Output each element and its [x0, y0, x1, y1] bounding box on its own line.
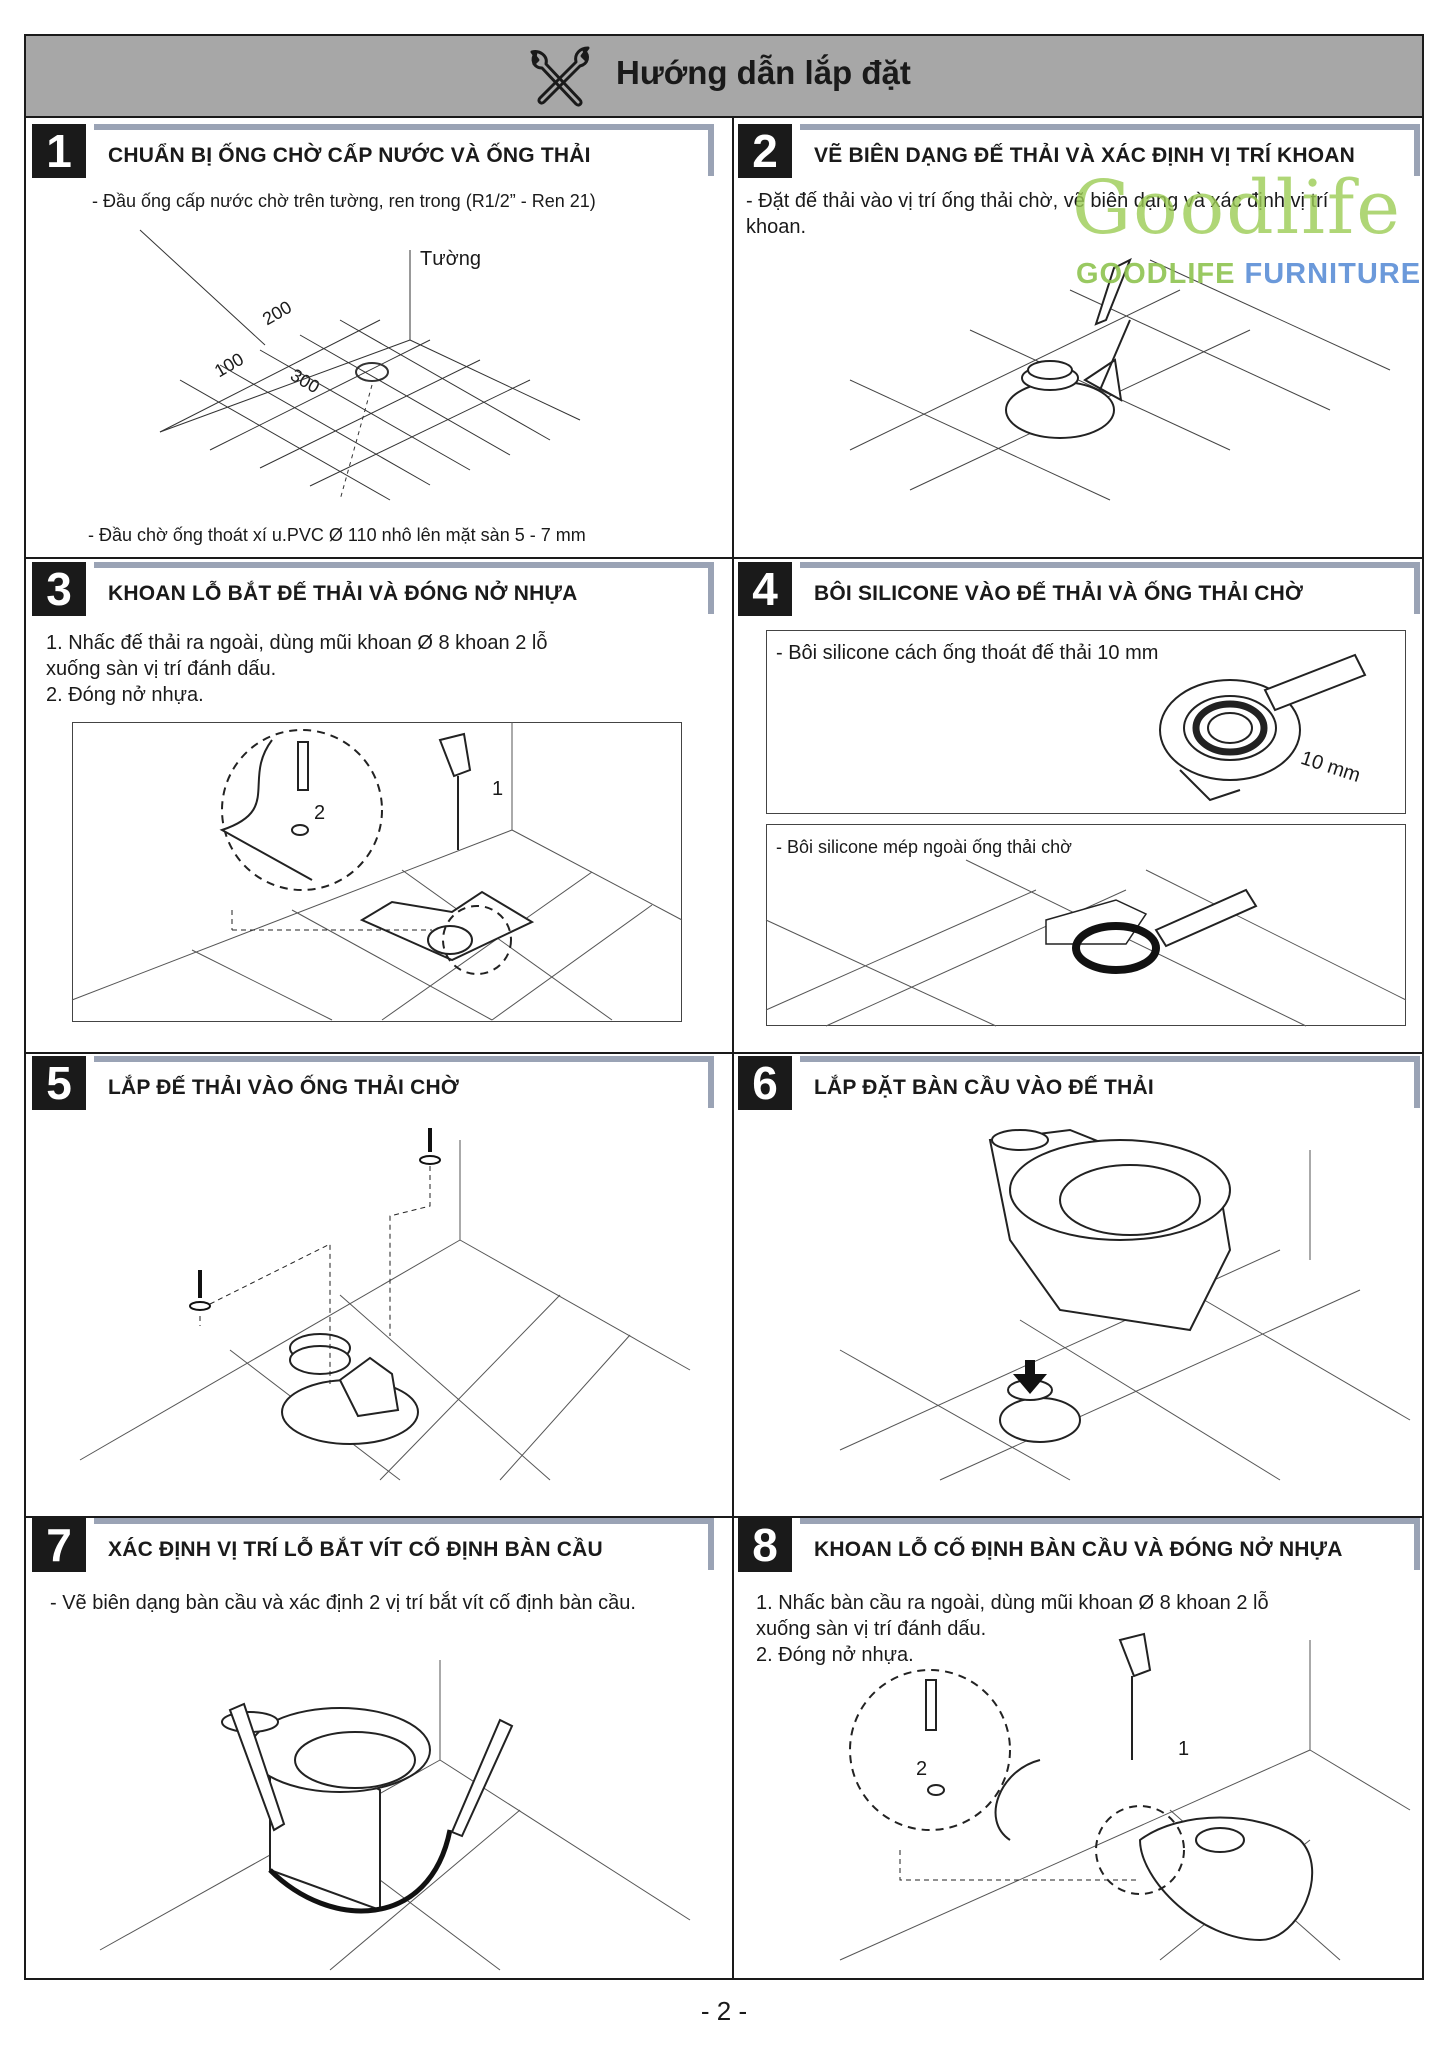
step-title-bar: XÁC ĐỊNH VỊ TRÍ LỖ BẮT VÍT CỐ ĐỊNH BÀN C…: [94, 1518, 714, 1570]
step-title-bar: KHOAN LỖ BẮT ĐẾ THẢI VÀ ĐÓNG NỞ NHỰA: [94, 562, 714, 614]
silicone-flange-diagram: [1159, 653, 1367, 802]
step-2-note: - Đặt đế thải vào vị trí ống thải chờ, v…: [746, 190, 1329, 212]
step-title: LẮP ĐẶT BÀN CẦU VÀO ĐẾ THẢI: [814, 1076, 1154, 1099]
step-title: VẼ BIÊN DẠNG ĐẾ THẢI VÀ XÁC ĐỊNH VỊ TRÍ …: [814, 144, 1356, 167]
step-title-bar: CHUẨN BỊ ỐNG CHỜ CẤP NƯỚC VÀ ỐNG THẢI: [94, 124, 714, 176]
step-title: BÔI SILICONE VÀO ĐẾ THẢI VÀ ỐNG THẢI CHỜ: [814, 582, 1304, 605]
step-3-line-2: xuống sàn vị trí đánh dấu.: [46, 658, 277, 680]
step-4-note-b: - Bôi silicone mép ngoài ống thải chờ: [776, 837, 1072, 857]
instruction-page: Hướng dẫn lắp đặt: [24, 34, 1424, 1980]
step-title-bar: LẮP ĐẾ THẢI VÀO ỐNG THẢI CHỜ: [94, 1056, 714, 1108]
step-number: 7: [32, 1518, 86, 1572]
step-3-illustration-frame: [72, 722, 682, 1022]
step-1-note-drain: - Đầu chờ ống thoát xí u.PVC Ø 110 nhô l…: [88, 525, 586, 545]
step-8-line-1: 1. Nhấc bàn cầu ra ngoài, dùng mũi khoan…: [756, 1592, 1269, 1614]
step-number: 1: [32, 124, 86, 178]
toilet-drilling-diagram: [839, 1632, 1411, 1961]
page-header: Hướng dẫn lắp đặt: [26, 36, 1422, 118]
watermark-brand: GOODLIFE FURNITURE: [1076, 258, 1421, 291]
column-divider: [732, 118, 734, 1980]
step-7-note: - Vẽ biên dạng bàn cầu và xác định 2 vị …: [50, 1592, 636, 1614]
step-7: 7 XÁC ĐỊNH VỊ TRÍ LỖ BẮT VÍT CỐ ĐỊNH BÀN…: [26, 1512, 732, 1972]
drilling-diagram: [71, 722, 683, 1021]
step-3: 3 KHOAN LỖ BẮT ĐẾ THẢI VÀ ĐÓNG NỞ NHỰA: [26, 556, 732, 1036]
step-number: 2: [738, 124, 792, 178]
step-1-note-water: - Đầu ống cấp nước chờ trên tường, ren t…: [92, 191, 596, 211]
floor-grid-diagram: [139, 229, 581, 501]
step-3-line-1: 1. Nhấc đế thải ra ngoài, dùng mũi khoan…: [46, 632, 548, 654]
step-title: KHOAN LỖ BẮT ĐẾ THẢI VÀ ĐÓNG NỞ NHỰA: [108, 582, 578, 605]
label-step-2: 2: [916, 1758, 928, 1780]
step-number: 4: [738, 562, 792, 616]
tools-icon: [530, 46, 590, 107]
label-step-1: 1: [1178, 1738, 1190, 1760]
toilet-install-diagram: [839, 1128, 1411, 1481]
step-number: 3: [32, 562, 86, 616]
step-number: 6: [738, 1056, 792, 1110]
step-3-line-3: 2. Đóng nở nhựa.: [46, 684, 204, 706]
page-number: - 2 -: [700, 1996, 748, 2026]
step-4-note-a: - Bôi silicone cách ống thoát đế thải 10…: [776, 642, 1159, 664]
watermark-brand-b: FURNITURE: [1244, 258, 1422, 290]
step-6: 6 LẮP ĐẶT BÀN CẦU VÀO ĐẾ THẢI: [732, 1050, 1424, 1510]
waste-flange-drawing: [849, 257, 1391, 501]
step-4: 4 BÔI SILICONE VÀO ĐẾ THẢI VÀ ỐNG THẢI C…: [732, 556, 1424, 1036]
step-5: 5 LẮP ĐẾ THẢI VÀO ỐNG THẢI CHỜ: [26, 1050, 732, 1510]
step-2-note-cont: khoan.: [746, 216, 807, 238]
label-step-2: 2: [314, 802, 326, 824]
step-title-bar: BÔI SILICONE VÀO ĐẾ THẢI VÀ ỐNG THẢI CHỜ: [800, 562, 1420, 614]
step-8: 8 KHOAN LỖ CỐ ĐỊNH BÀN CẦU VÀ ĐÓNG NỞ NH…: [732, 1512, 1424, 1972]
step-2: 2 VẼ BIÊN DẠNG ĐẾ THẢI VÀ XÁC ĐỊNH VỊ TR…: [732, 118, 1424, 558]
watermark-brand-a: GOODLIFE: [1076, 258, 1236, 290]
step-number: 8: [738, 1518, 792, 1572]
watermark-logo: Goodlife: [1072, 165, 1403, 251]
page-title: Hướng dẫn lắp đặt: [616, 54, 911, 91]
label-step-1: 1: [492, 778, 504, 800]
silicone-pipe-diagram: [765, 859, 1407, 1027]
step-title: CHUẨN BỊ ỐNG CHỜ CẤP NƯỚC VÀ ỐNG THẢI: [108, 144, 591, 167]
step-title-bar: VẼ BIÊN DẠNG ĐẾ THẢI VÀ XÁC ĐỊNH VỊ TRÍ …: [800, 124, 1420, 176]
step-8-line-2: xuống sàn vị trí đánh dấu.: [756, 1618, 987, 1640]
step-title-bar: LẮP ĐẶT BÀN CẦU VÀO ĐẾ THẢI: [800, 1056, 1420, 1108]
step-title: KHOAN LỖ CỐ ĐỊNH BÀN CẦU VÀ ĐÓNG NỞ NHỰA: [814, 1538, 1343, 1561]
step-title: XÁC ĐỊNH VỊ TRÍ LỖ BẮT VÍT CỐ ĐỊNH BÀN C…: [108, 1538, 603, 1561]
row-divider: [26, 1516, 1422, 1518]
toilet-outline-diagram: [99, 1660, 691, 1971]
step-title: LẮP ĐẾ THẢI VÀO ỐNG THẢI CHỜ: [108, 1076, 459, 1099]
flange-install-diagram: [79, 1128, 691, 1481]
step-title-bar: KHOAN LỖ CỐ ĐỊNH BÀN CẦU VÀ ĐÓNG NỞ NHỰA: [800, 1518, 1420, 1570]
row-divider: [26, 557, 1422, 559]
row-divider: [26, 1052, 1422, 1054]
wall-label: Tường: [420, 248, 481, 270]
step-1: 1 CHUẨN BỊ ỐNG CHỜ CẤP NƯỚC VÀ ỐNG THẢI: [26, 118, 732, 558]
step-8-line-3: 2. Đóng nở nhựa.: [756, 1644, 914, 1666]
step-number: 5: [32, 1056, 86, 1110]
